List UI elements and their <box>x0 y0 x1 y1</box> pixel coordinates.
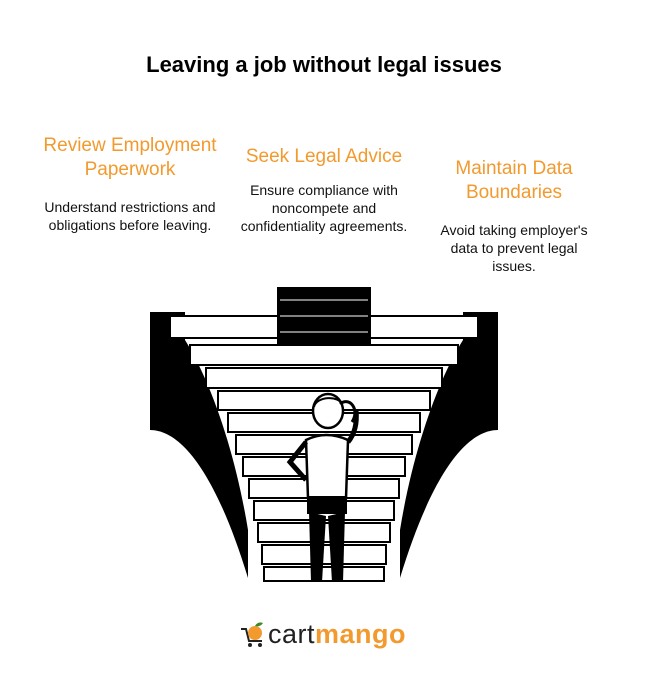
column-text: Ensure compliance with noncompete and co… <box>240 182 408 234</box>
column-text: Avoid taking employer's data to prevent … <box>440 222 588 274</box>
page-title: Leaving a job without legal issues <box>146 52 502 77</box>
column-text: Understand restrictions and obligations … <box>44 199 216 233</box>
column-heading: Review Employment Paperwork <box>43 135 217 180</box>
thinking-person <box>286 392 359 582</box>
mango-cart-icon <box>241 622 263 647</box>
left-wall <box>150 312 248 578</box>
column-heading: Seek Legal Advice <box>245 146 403 167</box>
right-wall <box>400 312 498 578</box>
logo-text-cart: cart <box>268 618 316 649</box>
cartmango-logo: cartmango <box>238 617 406 651</box>
logo-text-mango: mango <box>315 618 407 649</box>
column-legal-advice: Seek Legal Advice Ensure compliance with… <box>233 145 415 235</box>
column-data-boundaries: Maintain Data Boundaries Avoid taking em… <box>430 157 598 275</box>
column-heading: Maintain Data Boundaries <box>455 158 573 203</box>
column-review-paperwork: Review Employment Paperwork Understand r… <box>40 134 220 234</box>
logo-text: cartmango <box>268 619 406 650</box>
